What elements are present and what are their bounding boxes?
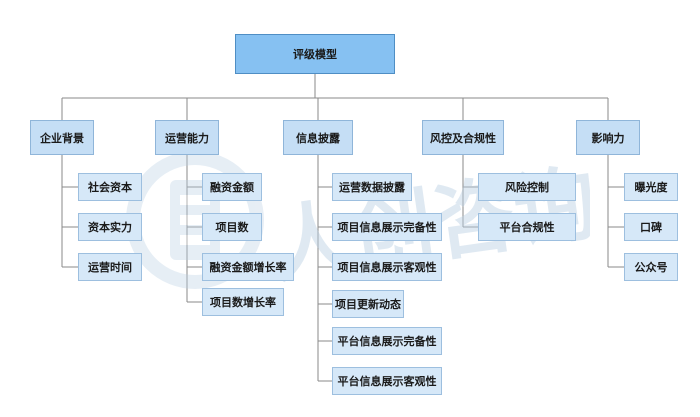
leaf-node: 公众号 bbox=[624, 253, 678, 281]
category-node-influence: 影响力 bbox=[576, 120, 640, 155]
category-node-information-disclosure: 信息披露 bbox=[283, 120, 353, 155]
leaf-label: 社会资本 bbox=[88, 181, 132, 194]
leaf-node: 项目更新动态 bbox=[332, 290, 404, 318]
leaf-label: 运营时间 bbox=[88, 261, 132, 274]
leaf-label: 融资金额增长率 bbox=[209, 261, 287, 274]
leaf-node: 风险控制 bbox=[478, 173, 576, 201]
leaf-node: 运营数据披露 bbox=[332, 173, 412, 201]
leaf-node: 项目数 bbox=[202, 213, 262, 241]
category-label: 信息披露 bbox=[296, 131, 340, 145]
leaf-node: 口碑 bbox=[624, 213, 678, 241]
leaf-label: 曝光度 bbox=[634, 181, 668, 194]
leaf-node: 融资金额 bbox=[202, 173, 262, 201]
leaf-node: 资本实力 bbox=[78, 213, 142, 241]
leaf-label: 资本实力 bbox=[88, 221, 132, 234]
leaf-node: 社会资本 bbox=[78, 173, 142, 201]
category-node-enterprise-background: 企业背景 bbox=[30, 120, 94, 155]
leaf-node: 曝光度 bbox=[624, 173, 678, 201]
leaf-label: 口碑 bbox=[640, 221, 662, 234]
leaf-node: 项目信息展示完备性 bbox=[332, 213, 442, 241]
leaf-node: 平台合规性 bbox=[478, 213, 576, 241]
leaf-node: 运营时间 bbox=[78, 253, 142, 281]
leaf-node: 项目信息展示客观性 bbox=[332, 253, 442, 281]
leaf-label: 项目数 bbox=[215, 221, 249, 234]
leaf-label: 风险控制 bbox=[505, 181, 549, 194]
category-label: 风控及合规性 bbox=[430, 131, 496, 145]
category-label: 企业背景 bbox=[40, 131, 84, 145]
leaf-node: 融资金额增长率 bbox=[202, 253, 294, 281]
leaf-label: 项目信息展示完备性 bbox=[337, 221, 437, 234]
root-node-label: 评级模型 bbox=[293, 48, 337, 61]
leaf-label: 公众号 bbox=[634, 261, 668, 274]
leaf-label: 融资金额 bbox=[210, 181, 254, 194]
leaf-label: 运营数据披露 bbox=[339, 181, 405, 194]
leaf-node: 平台信息展示客观性 bbox=[332, 367, 442, 395]
leaf-node: 项目数增长率 bbox=[202, 288, 284, 316]
root-node: 评级模型 bbox=[235, 34, 395, 74]
category-label: 运营能力 bbox=[165, 131, 209, 145]
leaf-label: 平台信息展示完备性 bbox=[337, 335, 437, 348]
leaf-node: 平台信息展示完备性 bbox=[332, 327, 442, 355]
leaf-label: 项目更新动态 bbox=[335, 298, 401, 311]
leaf-label: 平台信息展示客观性 bbox=[337, 375, 437, 388]
category-label: 影响力 bbox=[591, 131, 625, 145]
category-node-operating-capability: 运营能力 bbox=[155, 120, 219, 155]
leaf-label: 平台合规性 bbox=[499, 221, 555, 234]
leaf-label: 项目数增长率 bbox=[210, 296, 276, 309]
category-node-risk-compliance: 风控及合规性 bbox=[422, 120, 504, 155]
leaf-label: 项目信息展示客观性 bbox=[337, 261, 437, 274]
